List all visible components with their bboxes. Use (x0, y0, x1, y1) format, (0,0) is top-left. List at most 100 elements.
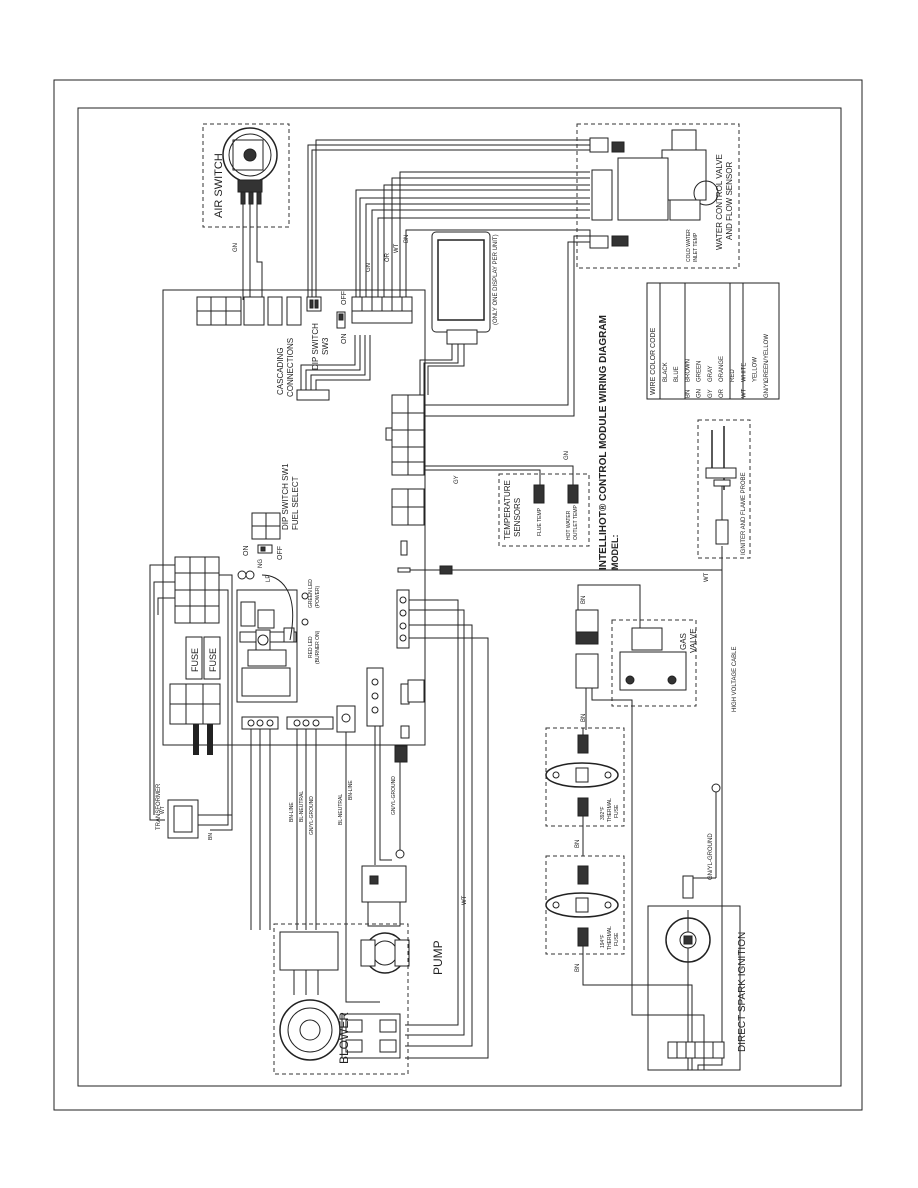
dip-sw3-off: OFF (341, 291, 348, 305)
diagram-model: MODEL: (610, 535, 620, 571)
color-code-name: BLUE (674, 366, 680, 382)
dip-sw3-label1: DIP SWITCH (311, 323, 320, 370)
color-code-abbr: GN/YL (764, 379, 770, 398)
wire-label-gn-2: GN (366, 263, 372, 272)
transformer-connector (169, 683, 221, 725)
board-connector-power (396, 589, 410, 649)
blower-box (273, 923, 409, 1075)
control-board (162, 289, 426, 746)
red-led-label2: (BURNER ON) (315, 630, 321, 664)
color-code-name: BROWN (685, 359, 691, 382)
display-unit (431, 231, 491, 345)
ground-connector (682, 875, 694, 899)
dip-sw3-on: ON (341, 334, 348, 345)
wire-label-bn-fuse: BN (575, 840, 581, 848)
gas-valve-box (611, 619, 697, 707)
pump-line-connector (366, 667, 384, 727)
wire-label-bl-neutral: BL-NEUTRAL (299, 791, 305, 822)
color-code-name: GRAY (708, 365, 714, 382)
thermal-fuse-194-icon (545, 865, 619, 947)
board-connector-sensors (385, 394, 425, 476)
temp-sensors-label1: TEMPERATURE (503, 480, 512, 540)
color-code-name: BLACK (663, 362, 669, 382)
diagram-title: INTELLIHOT® CONTROL MODULE WIRING DIAGRA… (598, 315, 609, 570)
wire-label-bn-xfmr: BN (208, 833, 214, 840)
green-led (301, 592, 309, 600)
dsi-connector[interactable] (667, 1041, 725, 1059)
color-code-name: ORANGE (719, 356, 725, 382)
color-code-header: WIRE COLOR CODE (650, 327, 657, 395)
fuse-194-label3: FUSE (614, 932, 620, 946)
pump-ground-connector (394, 745, 408, 763)
green-led-label1: GREEN LED (308, 579, 314, 608)
dsi-label: DIRECT SPARK IGNITION (737, 932, 748, 1052)
wire-label-or: OR (385, 252, 391, 262)
outer-border (53, 79, 863, 1111)
dip-sw1-label: DIP SWITCH SW1 (281, 463, 290, 530)
hot-water-sensor (567, 484, 579, 504)
igniter-icon (705, 426, 737, 545)
gas-valve-icon (619, 627, 687, 691)
wire-label-gy: GY (454, 475, 460, 484)
color-code-abbr: GN (697, 389, 703, 398)
wire-label-gn-air: GN (233, 243, 239, 252)
wire-label-gnyl-ground: GN/YL-GROUND (309, 796, 315, 835)
blower-power-connector (241, 716, 279, 730)
igniter-box (697, 419, 751, 559)
wire-label-gn-sensor: GN (564, 451, 570, 460)
air-switch-icon (222, 127, 278, 205)
wire-label-bn: BN (404, 235, 410, 243)
fuses (185, 636, 221, 680)
flue-temp-sensor (533, 484, 545, 504)
igniter-label: IGNITER AND FLAME PROBE (741, 472, 747, 555)
fuse2-label: FUSE (208, 648, 218, 672)
red-led-label1: RED LED (308, 636, 314, 658)
color-code-name: YELLOW (753, 357, 759, 382)
cascading-label1: CASCADING (276, 347, 285, 395)
water-valve-label1: WATER CONTROL VALVE (715, 154, 724, 250)
wire-label-wt: WT (394, 243, 400, 253)
fuse-392-label2: THERMAL (607, 798, 613, 822)
water-valve-icon (589, 129, 719, 249)
color-code-name: GREEN/YELLOW (764, 334, 770, 382)
fuel-off-label: OFF (277, 546, 284, 560)
flue-temp-label: FLUE TEMP (537, 507, 543, 536)
cascading-label2: CONNECTIONS (286, 338, 295, 397)
hot-water-label1: HOT WATER (566, 510, 572, 540)
water-valve-box (576, 123, 740, 269)
gas-valve-label2: VALVE (689, 628, 698, 653)
color-code-name: GREEN (697, 361, 703, 382)
fuse-194-label2: THERMAL (607, 926, 613, 950)
wire-label-bn-gas2: BN (581, 714, 587, 722)
wire-label-bl-neutral2: BL-NEUTRAL (338, 794, 344, 825)
gas-valve-connector-a (575, 609, 599, 633)
dsi-box (647, 905, 741, 1071)
dip-sw3[interactable] (306, 296, 322, 312)
dip-sw3-label2: SW3 (321, 337, 330, 355)
cold-water-label2: INLET TEMP (693, 232, 699, 262)
red-led (301, 618, 309, 626)
thermal-fuse-392-icon (545, 734, 619, 817)
gas-valve-label1: GAS (679, 633, 688, 650)
board-connector-valve (351, 296, 413, 324)
blower-line-connector (286, 716, 334, 730)
wire-label-wt-igniter: WT (704, 572, 710, 582)
pump-neutral-connector (336, 705, 356, 733)
board-connector-mid (391, 488, 425, 573)
fuel-select-connector[interactable] (251, 512, 281, 540)
air-switch-label: AIR SWITCH (213, 153, 225, 218)
inner-border (77, 107, 842, 1087)
temp-sensors-box (498, 473, 590, 547)
wire-label-bn-line2: BN-LINE (348, 780, 354, 800)
fuse-392-label3: FUSE (614, 804, 620, 818)
fuse-392-label1: 392°F (600, 807, 606, 820)
fuel-on-label: ON (243, 546, 250, 557)
wire-label-wt-blower: WT (462, 895, 468, 905)
cascading-connector[interactable] (296, 389, 330, 401)
hot-water-label2: OUTLET TEMP (573, 505, 579, 540)
color-code-abbr: GY (708, 389, 714, 398)
water-valve-label2: AND FLOW SENSOR (725, 162, 734, 240)
ground-ring (711, 783, 721, 793)
temp-sensors-label2: SENSORS (513, 498, 522, 537)
